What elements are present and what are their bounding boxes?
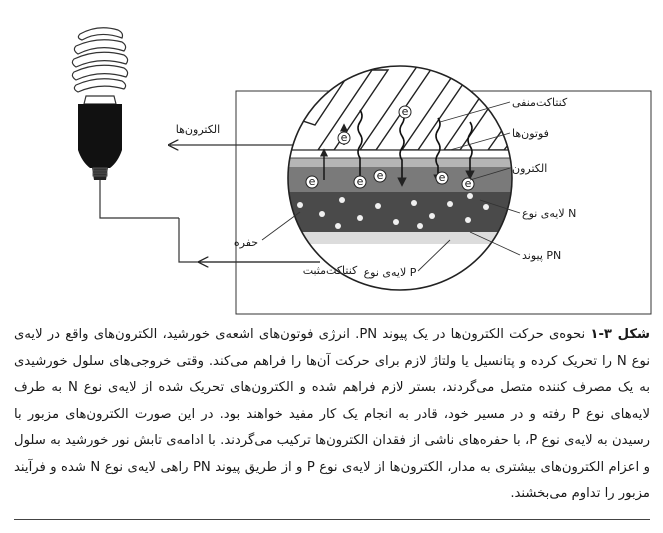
- label-pn-junction: پیوند PN: [522, 249, 561, 262]
- label-electron: الکترون: [512, 162, 547, 175]
- label-p-layer: لایه‌ی نوع P: [364, 266, 417, 279]
- svg-text:e: e: [357, 175, 364, 188]
- figure-caption: شکل ۳-۱ نحوه‌ی حرکت الکترون‌ها در یک پیو…: [14, 322, 650, 508]
- label-electrons-flow: الکترون‌ها: [176, 123, 220, 136]
- pn-junction-figure: e e e e e e e کنتاکت‌منفی فوتون‌ها الکتر…: [71, 27, 652, 315]
- label-hole: حفره: [234, 236, 258, 249]
- svg-text:e: e: [377, 169, 384, 182]
- label-photons: فوتون‌ها: [512, 127, 549, 140]
- svg-text:e: e: [341, 131, 348, 144]
- caption-text: نحوه‌ی حرکت الکترون‌ها در یک پیوند PN. ا…: [14, 327, 651, 501]
- svg-text:e: e: [402, 105, 409, 118]
- label-n-layer: لایه‌ی نوع N: [522, 207, 576, 220]
- label-negative-contact: کنتاکت‌منفی: [512, 96, 568, 109]
- bulb-icon: [71, 27, 129, 180]
- bottom-rule: [14, 519, 650, 520]
- svg-text:e: e: [439, 171, 446, 184]
- figure-number: شکل ۳-۱: [590, 327, 650, 342]
- svg-text:e: e: [465, 177, 472, 190]
- svg-text:e: e: [309, 175, 316, 188]
- label-positive-contact: کنتاکت‌مثبت: [303, 264, 358, 277]
- electron-icon: e e e e e e e: [305, 105, 475, 191]
